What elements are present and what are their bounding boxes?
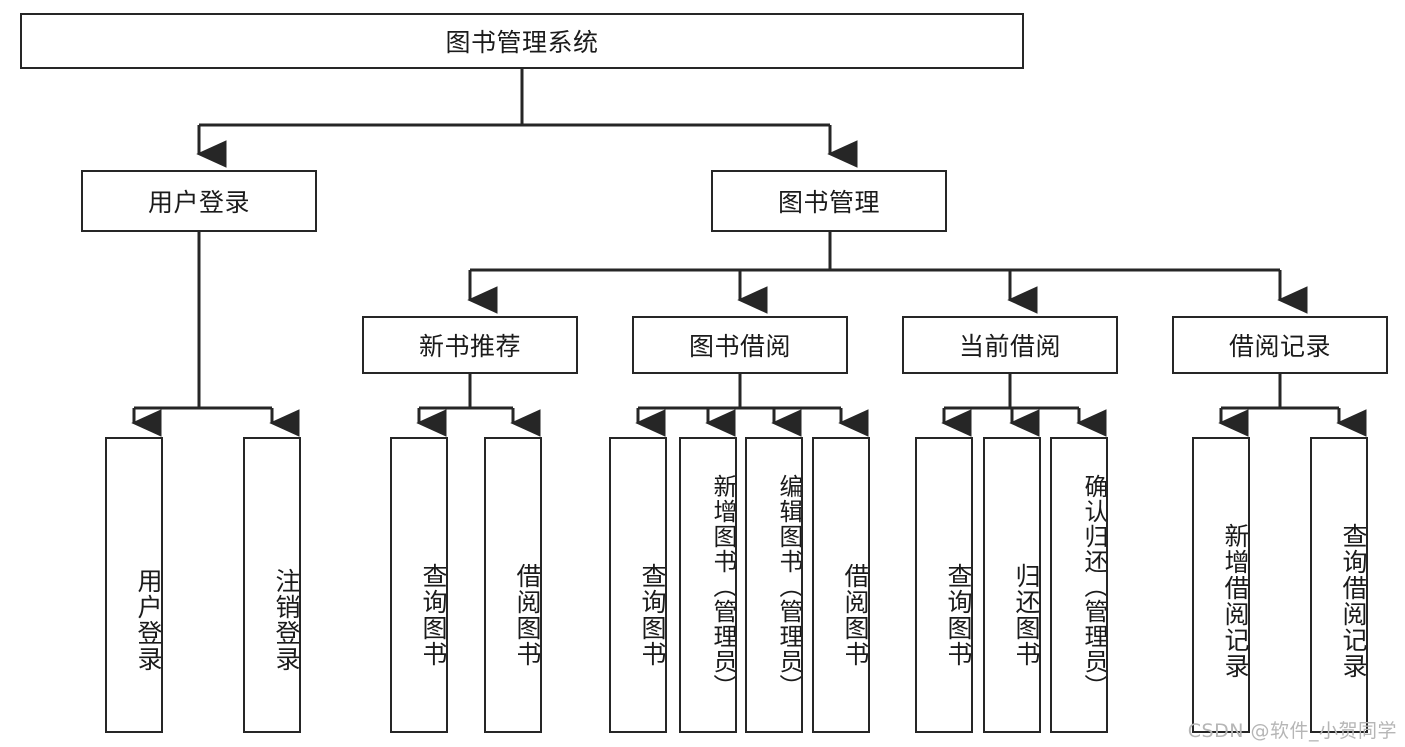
leaf-logout[interactable]: 注销登录	[243, 437, 301, 733]
leaf-query-borrow-record[interactable]: 查询借阅记录	[1310, 437, 1368, 733]
leaf-confirm-return-admin-label: 确认归还（管理员）	[1080, 474, 1108, 699]
leaf-add-borrow-record[interactable]: 新增借阅记录	[1192, 437, 1250, 733]
leaf-borrow-book-newbook-label: 借阅图书	[513, 563, 542, 667]
node-current-borrow-label: 当前借阅	[958, 332, 1061, 361]
node-root[interactable]: 图书管理系统	[20, 13, 1024, 69]
node-current-borrow[interactable]: 当前借阅	[902, 316, 1118, 374]
leaf-query-book-newbook-label: 查询图书	[419, 563, 448, 667]
leaf-user-login-label: 用户登录	[134, 568, 163, 672]
node-new-book-recommend-label: 新书推荐	[418, 332, 521, 361]
node-borrow-record-label: 借阅记录	[1228, 332, 1331, 361]
leaf-edit-book-admin-label: 编辑图书（管理员）	[775, 474, 803, 699]
node-book-management-label: 图书管理	[777, 188, 880, 217]
node-root-label: 图书管理系统	[445, 28, 599, 57]
node-user-login[interactable]: 用户登录	[81, 170, 317, 232]
leaf-borrow-book-borrow[interactable]: 借阅图书	[812, 437, 870, 733]
leaf-user-login[interactable]: 用户登录	[105, 437, 163, 733]
leaf-edit-book-admin[interactable]: 编辑图书（管理员）	[745, 437, 803, 733]
leaf-add-borrow-record-label: 新增借阅记录	[1221, 523, 1250, 679]
leaf-borrow-book-newbook[interactable]: 借阅图书	[484, 437, 542, 733]
leaf-borrow-book-borrow-label: 借阅图书	[841, 563, 870, 667]
leaf-return-book[interactable]: 归还图书	[983, 437, 1041, 733]
node-user-login-label: 用户登录	[147, 188, 250, 217]
node-book-management[interactable]: 图书管理	[711, 170, 947, 232]
leaf-query-borrow-record-label: 查询借阅记录	[1339, 523, 1368, 679]
leaf-add-book-admin-label: 新增图书（管理员）	[709, 474, 737, 699]
leaf-confirm-return-admin[interactable]: 确认归还（管理员）	[1050, 437, 1108, 733]
leaf-return-book-label: 归还图书	[1012, 563, 1041, 667]
node-book-borrow[interactable]: 图书借阅	[632, 316, 848, 374]
leaf-query-book-newbook[interactable]: 查询图书	[390, 437, 448, 733]
leaf-query-book-current-label: 查询图书	[944, 563, 973, 667]
leaf-logout-label: 注销登录	[272, 568, 301, 672]
node-book-borrow-label: 图书借阅	[688, 332, 791, 361]
node-borrow-record[interactable]: 借阅记录	[1172, 316, 1388, 374]
leaf-add-book-admin[interactable]: 新增图书（管理员）	[679, 437, 737, 733]
watermark: CSDN @软件_小贺同学	[1187, 720, 1397, 742]
leaf-query-book-borrow-label: 查询图书	[638, 563, 667, 667]
leaf-query-book-borrow[interactable]: 查询图书	[609, 437, 667, 733]
node-new-book-recommend[interactable]: 新书推荐	[362, 316, 578, 374]
leaf-query-book-current[interactable]: 查询图书	[915, 437, 973, 733]
